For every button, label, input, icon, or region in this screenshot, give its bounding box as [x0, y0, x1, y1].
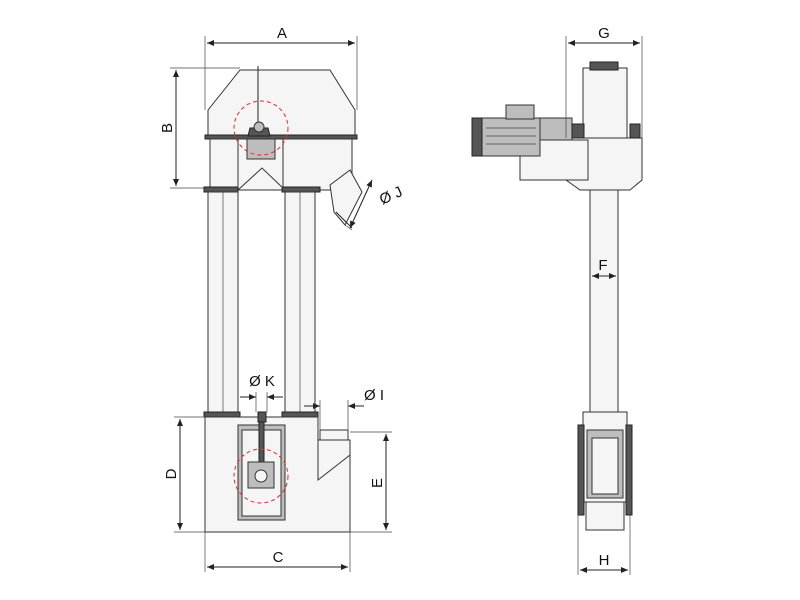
side-head-top: [582, 67, 628, 139]
dim-label-a: A: [277, 25, 287, 42]
dimension-lines: [170, 36, 643, 575]
side-view: [471, 61, 643, 531]
dim-label-k: Ø K: [249, 373, 275, 390]
dim-label-j: Ø J: [377, 183, 405, 208]
head-band: [204, 134, 358, 140]
dim-label-e: E: [369, 478, 386, 488]
dim-label-f: F: [598, 257, 607, 274]
head-hood: [207, 69, 356, 138]
dim-label-g: G: [598, 25, 610, 42]
front-view: [203, 66, 363, 533]
inlet-spout: [319, 429, 349, 441]
motor-terminal-box: [505, 104, 535, 120]
dim-label-c: C: [273, 549, 284, 566]
head-pulley-marker: [233, 100, 289, 156]
side-leg: [589, 189, 619, 413]
dim-label-h: H: [599, 552, 610, 569]
tail-pulley-marker: [233, 448, 289, 504]
dim-label-d: D: [163, 468, 180, 479]
dim-label-i: Ø I: [364, 387, 384, 404]
drive-motor: [477, 117, 541, 157]
dim-label-b: B: [159, 123, 176, 133]
